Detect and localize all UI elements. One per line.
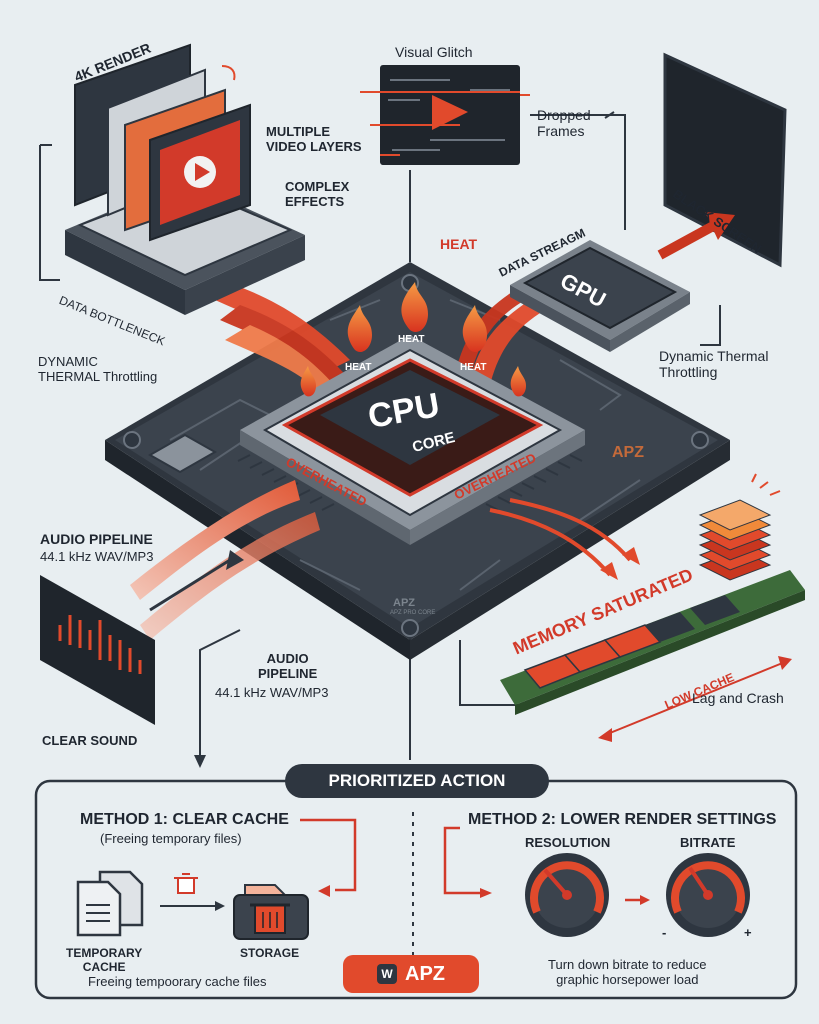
label-multiple-layers: MULTIPLE VIDEO LAYERS [266, 124, 362, 154]
bitrate-plus: + [744, 925, 752, 940]
bitrate-minus: - [662, 925, 667, 940]
resolution-gauge [525, 853, 609, 937]
action-panel-title: PRIORITIZED ACTION [285, 764, 549, 798]
cpu-package [237, 335, 585, 545]
method1-subtitle: (Freeing temporary files) [100, 831, 242, 846]
label-bitrate: BITRATE [680, 835, 736, 850]
brand-logo-icon: W [377, 964, 397, 984]
label-temp-cache: TEMPORARY CACHE [66, 946, 143, 974]
label-audio-pipeline-mid: AUDIO PIPELINE [258, 651, 318, 681]
label-visual-glitch: Visual Glitch [395, 44, 473, 60]
label-clear-sound: CLEAR SOUND [42, 733, 138, 748]
label-lag-crash: Lag and Crash [692, 690, 784, 706]
method2-caption: Turn down bitrate to reduce graphic hors… [548, 957, 707, 987]
board-brand-small: APZ [393, 597, 415, 609]
method1-title: METHOD 1: CLEAR CACHE [80, 811, 289, 828]
glitch-screen [360, 65, 530, 165]
waveform-screen [40, 575, 155, 725]
label-complex-effects: COMPLEX EFFECTS [285, 179, 350, 209]
label-dyn-throttle-right: Dynamic Thermal Throttling [659, 348, 769, 381]
label-audio-pipeline-mid-sub: 44.1 kHz WAV/MP3 [215, 685, 329, 700]
arrow-head [194, 755, 206, 768]
board-brand: APZ [612, 444, 644, 461]
audio-flow [130, 480, 320, 640]
label-heat-main: HEAT [440, 236, 478, 252]
heat-badge-3: HEAT [460, 362, 487, 373]
gpu-arrow [657, 212, 735, 260]
memory-module [500, 473, 805, 715]
trash-icon-small [174, 873, 198, 894]
render-stack [65, 43, 305, 315]
flame-icons [300, 282, 526, 397]
gpu-chip [510, 240, 690, 352]
label-storage: STORAGE [240, 946, 300, 960]
label-audio-pipeline-top: AUDIO PIPELINE [40, 531, 153, 547]
brand-button-label: APZ [405, 962, 445, 985]
board-brand-tag: APZ PRO CORE [390, 610, 436, 616]
brand-button[interactable]: W APZ [343, 955, 479, 993]
method2-arrows [443, 826, 640, 902]
label-dropped-frames: Dropped Frames [537, 107, 591, 140]
cpu-to-memory-arrows [489, 498, 632, 577]
low-cache-arrow [604, 661, 786, 736]
heat-flow-right [455, 290, 545, 385]
label-audio-pipeline-top-sub: 44.1 kHz WAV/MP3 [40, 549, 154, 564]
file-icons [76, 870, 144, 937]
black-screen [663, 52, 787, 268]
heat-badge-1: HEAT [345, 362, 372, 373]
heat-badge-2: HEAT [398, 334, 425, 345]
method1-caption: Freeing tempoorary cache files [88, 974, 267, 989]
method2-title: METHOD 2: LOWER RENDER SETTINGS [468, 811, 777, 828]
storage-icon [233, 884, 309, 940]
method1-arrows [300, 818, 357, 892]
label-dyn-throttle-left: DYNAMIC THERMAL Throttling [38, 354, 158, 384]
label-resolution: RESOLUTION [525, 835, 611, 850]
bitrate-gauge [666, 853, 750, 937]
